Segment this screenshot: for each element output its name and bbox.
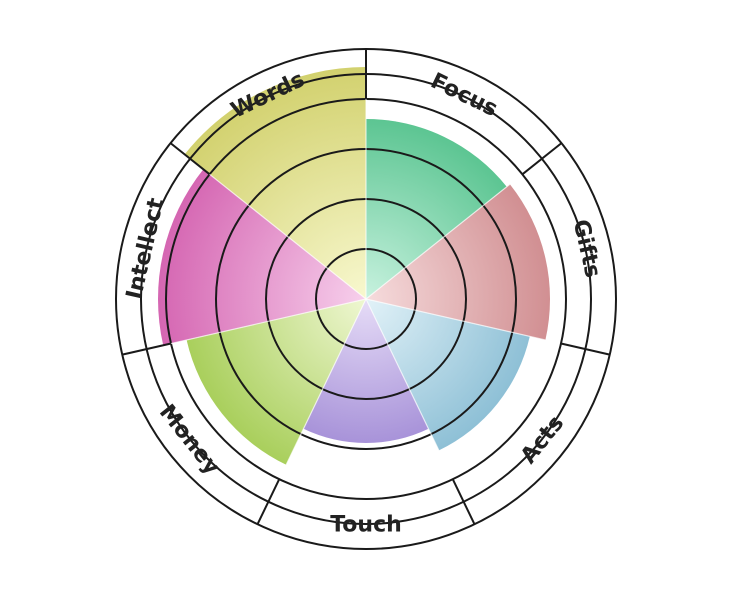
label-money: Money: [154, 400, 225, 480]
wedges-layer: [157, 67, 551, 465]
wedge-acts: [366, 299, 530, 451]
wedge-intellect: [157, 169, 366, 346]
band-divider-6: [122, 342, 172, 356]
band-divider-2: [521, 142, 563, 176]
wedge-edge-3: [365, 298, 546, 341]
wedge-edge-5: [285, 298, 367, 466]
label-touch: Touch: [330, 513, 402, 538]
label-gifts: Gifts: [568, 217, 605, 280]
label-acts: Acts: [516, 411, 569, 469]
wedge-touch: [303, 299, 429, 444]
band-divider-7: [169, 142, 211, 176]
wedge-edge-2: [365, 183, 511, 300]
wedge-money: [186, 299, 366, 465]
band-divider-5: [256, 478, 281, 525]
dividers-layer: [122, 49, 610, 525]
wedge-edge-6: [163, 298, 367, 346]
wedge-focus: [366, 119, 507, 299]
band-divider-3: [560, 342, 610, 356]
label-focus: Focus: [427, 69, 502, 122]
wedge-words: [184, 67, 366, 299]
band-divider-4: [451, 478, 476, 525]
wedge-edge-4: [365, 298, 440, 451]
wedge-edge-7: [184, 153, 367, 300]
